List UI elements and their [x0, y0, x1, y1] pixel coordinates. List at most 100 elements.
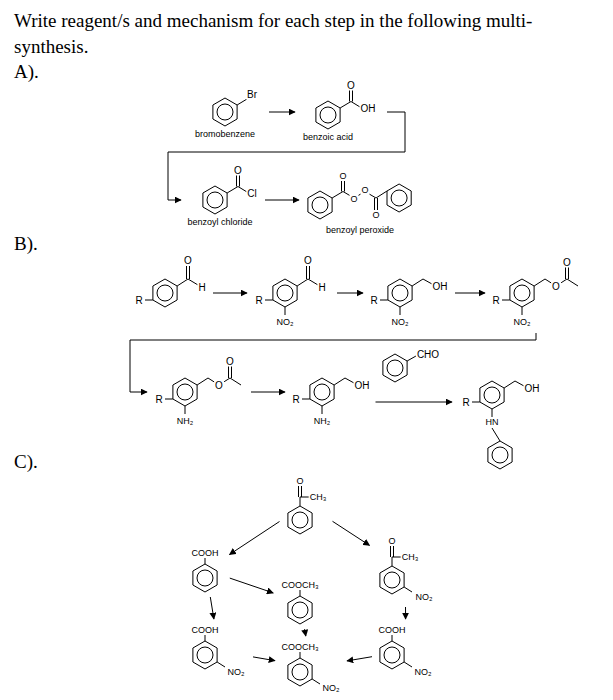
- atom-label: NO₂: [276, 317, 295, 327]
- compound-name: benzoyl chloride: [186, 217, 253, 227]
- atom-label: R: [291, 394, 300, 405]
- atom-label: O: [346, 80, 356, 91]
- molecule: O CH₃: [282, 472, 330, 536]
- methyl-nitrobenzoate-structure: [288, 652, 320, 686]
- atom-label: OH: [432, 281, 449, 292]
- reaction-arrow: [405, 607, 406, 619]
- nitrobenzoic-acid-structure: [193, 635, 225, 669]
- compound-name: benzoic acid: [302, 132, 354, 142]
- atom-label: COOH: [191, 625, 220, 635]
- atom-label: O: [233, 165, 243, 176]
- molecule: R O H: [130, 252, 210, 318]
- atom-label: COOH: [191, 548, 220, 558]
- molecule: O OH benzoic acid: [298, 78, 384, 145]
- atom-label: R: [254, 295, 263, 306]
- reaction-arrow: [269, 112, 295, 113]
- reaction-arrow: [347, 657, 372, 661]
- atom-label: Cl: [246, 188, 257, 199]
- atom-label: NO₂: [513, 317, 532, 327]
- atom-label: R: [461, 397, 470, 408]
- reaction-arrow: [230, 578, 273, 593]
- atom-label: O: [551, 281, 561, 292]
- compound-name: bromobenzene: [194, 129, 256, 139]
- atom-label: O: [371, 210, 380, 220]
- aldehyde-structure: [145, 266, 198, 307]
- nitro-alcohol-structure: [380, 279, 432, 315]
- atom-label: O: [295, 476, 304, 486]
- molecule: R OH HN: [455, 362, 545, 472]
- reaction-arrow: [455, 293, 485, 294]
- reaction-arrow: [333, 521, 370, 545]
- benzylamine-structure: [472, 381, 524, 469]
- atom-label: OH: [524, 383, 541, 394]
- atom-label: O: [349, 194, 358, 204]
- atom-label: O: [387, 536, 396, 546]
- atom-label: CH₃: [401, 552, 420, 562]
- atom-label: NO₂: [322, 683, 341, 693]
- compound-name: benzoyl peroxide: [325, 225, 395, 235]
- reaction-arrow: [130, 333, 536, 392]
- atom-label: O: [225, 356, 235, 367]
- atom-label: COOH: [378, 625, 407, 635]
- atom-label: R: [491, 295, 500, 306]
- atom-label: NH₂: [176, 416, 195, 426]
- reaction-arrow: [210, 597, 214, 619]
- atom-label: NH₂: [313, 416, 332, 426]
- atom-label: O: [562, 257, 572, 268]
- molecule: R OH NH₂: [288, 360, 373, 430]
- atom-label: O: [303, 255, 313, 266]
- molecule: R OH NO₂: [366, 252, 452, 330]
- benzoyl-peroxide-structure: [308, 180, 411, 219]
- molecule: O CH₃ NO₂: [372, 533, 438, 604]
- reaction-arrow: [337, 293, 363, 294]
- section-label: B).: [14, 234, 38, 253]
- reaction-arrow: [265, 200, 299, 201]
- atom-label: H: [197, 282, 206, 293]
- reaction-arrow: [168, 112, 405, 200]
- molecule: COOCH₃: [276, 578, 324, 626]
- atom-label: CH₃: [309, 492, 328, 502]
- reaction-arrow: [253, 657, 275, 661]
- atom-label: COOCH₃: [280, 580, 319, 590]
- reaction-arrow: [305, 629, 306, 636]
- atom-label: OH: [354, 380, 371, 391]
- molecule: COOCH₃NO₂: [278, 639, 344, 695]
- atom-label: O: [360, 185, 369, 195]
- molecule: COOH: [185, 546, 227, 594]
- nitro-ester-structure: [502, 267, 578, 315]
- atom-label: O: [183, 255, 193, 266]
- molecule: R O O NO₂: [488, 252, 584, 330]
- reaction-arrow: [230, 522, 280, 555]
- amino-alcohol-structure: [302, 378, 354, 414]
- atom-label: R: [134, 295, 143, 306]
- reaction-arrow: [213, 293, 247, 294]
- methyl-benzoate-structure: [288, 590, 312, 624]
- atom-label: OH: [360, 103, 377, 114]
- atom-label: O: [338, 171, 347, 181]
- atom-label: NO₂: [414, 667, 433, 677]
- benzoyl-chloride-structure: [203, 174, 247, 214]
- reaction-arrow: [376, 402, 453, 403]
- atom-label: Br: [246, 89, 258, 100]
- atom-label: NO₂: [227, 667, 246, 677]
- molecule: COOH NO₂: [375, 622, 437, 680]
- atom-label: NO₂: [415, 592, 434, 602]
- bromobenzene-structure: [213, 98, 247, 126]
- atom-label: O: [214, 380, 224, 391]
- atom-label: NO₂: [391, 317, 410, 327]
- benzoic-acid-structure: [193, 558, 217, 592]
- molecule: OOOObenzoyl peroxide: [302, 166, 420, 238]
- atom-label: HN: [485, 417, 500, 427]
- section-label: C).: [14, 452, 38, 471]
- nitrobenzoic-acid-structure: [380, 635, 412, 669]
- benzoic-acid-structure: [316, 89, 360, 129]
- atom-label: R: [369, 295, 378, 306]
- atom-label: R: [154, 394, 163, 405]
- molecule: ROHNO₂: [250, 252, 334, 330]
- amino-ester-structure: [165, 366, 241, 414]
- section-label: A).: [14, 62, 39, 81]
- molecule: O Cl benzoyl chloride: [184, 160, 262, 232]
- reaction-arrow: [251, 392, 285, 393]
